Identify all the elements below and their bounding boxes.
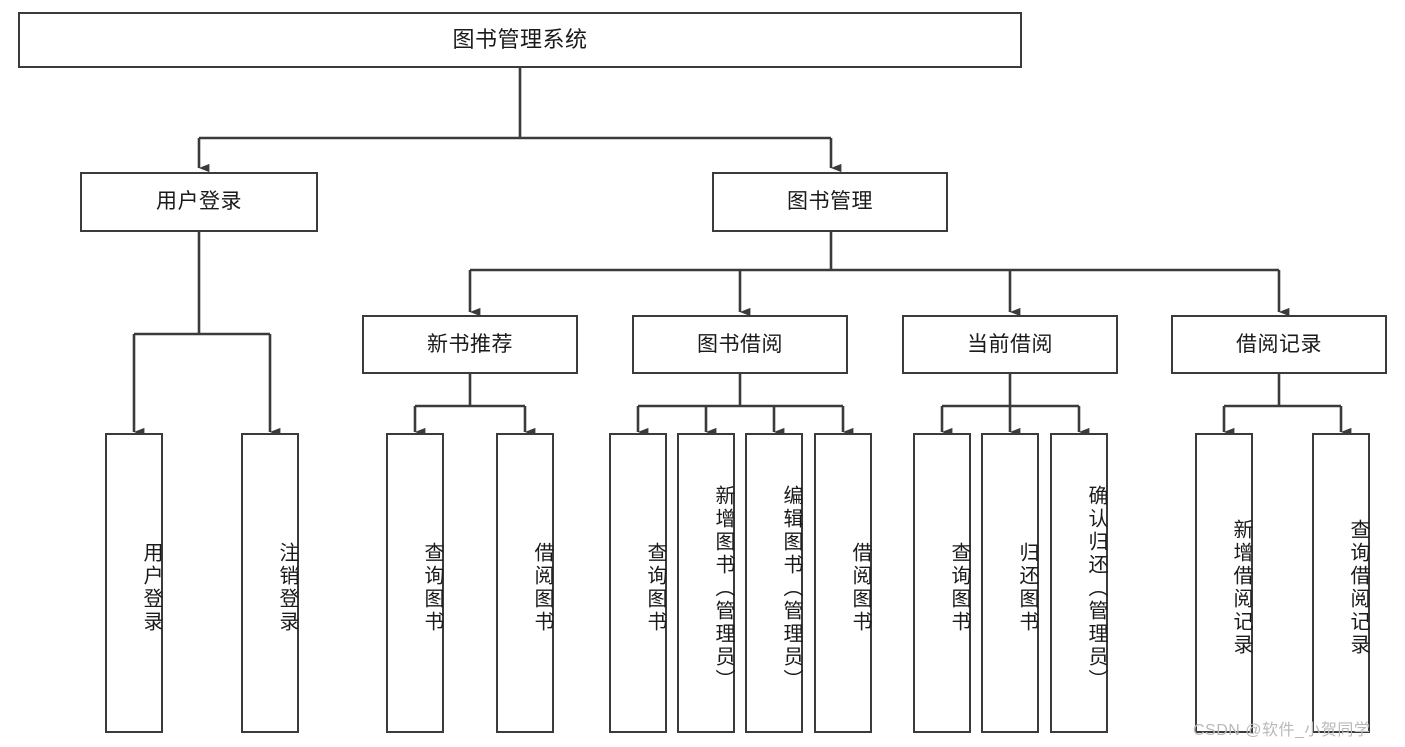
node-label: 图书管理	[787, 190, 873, 214]
node-label: 新书推荐	[427, 332, 513, 356]
node-label: 新增借阅记录	[1230, 519, 1252, 657]
node-new-book-recommend[interactable]: 新书推荐	[362, 315, 578, 374]
node-label: 借阅记录	[1236, 332, 1322, 356]
node-label: 查询图书	[948, 542, 970, 634]
leaf-user-login-login[interactable]: 用户登录	[105, 433, 163, 733]
node-label: 用户登录	[156, 190, 242, 214]
leaf-record-add-record[interactable]: 新增借阅记录	[1195, 433, 1253, 733]
node-label: 当前借阅	[967, 332, 1053, 356]
leaf-user-login-logout[interactable]: 注销登录	[241, 433, 299, 733]
node-label: 用户登录	[140, 542, 162, 634]
node-root-system[interactable]: 图书管理系统	[18, 12, 1022, 68]
leaf-current-query-book[interactable]: 查询图书	[913, 433, 971, 733]
node-label: 图书管理系统	[452, 26, 588, 52]
leaf-borrow-borrow-book[interactable]: 借阅图书	[814, 433, 872, 733]
node-label: 查询图书	[644, 542, 666, 634]
leaf-borrow-add-book[interactable]: 新增图书（管理员）	[677, 433, 735, 733]
watermark: CSDN @软件_小贺同学	[1193, 722, 1371, 739]
leaf-current-confirm-return[interactable]: 确认归还（管理员）	[1050, 433, 1108, 733]
node-label: 编辑图书（管理员）	[780, 484, 802, 692]
node-book-borrow[interactable]: 图书借阅	[632, 315, 848, 374]
node-label: 图书借阅	[697, 332, 783, 356]
node-user-login[interactable]: 用户登录	[80, 172, 318, 232]
node-label: 确认归还（管理员）	[1085, 484, 1107, 692]
node-current-borrow[interactable]: 当前借阅	[902, 315, 1118, 374]
node-label: 借阅图书	[849, 542, 871, 634]
leaf-new-book-borrow[interactable]: 借阅图书	[496, 433, 554, 733]
node-label: 新增图书（管理员）	[712, 484, 734, 692]
leaf-record-query-record[interactable]: 查询借阅记录	[1312, 433, 1370, 733]
node-label: 查询图书	[421, 542, 443, 634]
leaf-borrow-edit-book[interactable]: 编辑图书（管理员）	[745, 433, 803, 733]
leaf-new-book-query[interactable]: 查询图书	[386, 433, 444, 733]
leaf-current-return-book[interactable]: 归还图书	[981, 433, 1039, 733]
leaf-borrow-query-book[interactable]: 查询图书	[609, 433, 667, 733]
node-book-management[interactable]: 图书管理	[712, 172, 948, 232]
node-borrow-record[interactable]: 借阅记录	[1171, 315, 1387, 374]
node-label: 查询借阅记录	[1347, 519, 1369, 657]
node-label: 借阅图书	[531, 542, 553, 634]
node-label: 注销登录	[276, 542, 298, 634]
node-label: 归还图书	[1016, 542, 1038, 634]
